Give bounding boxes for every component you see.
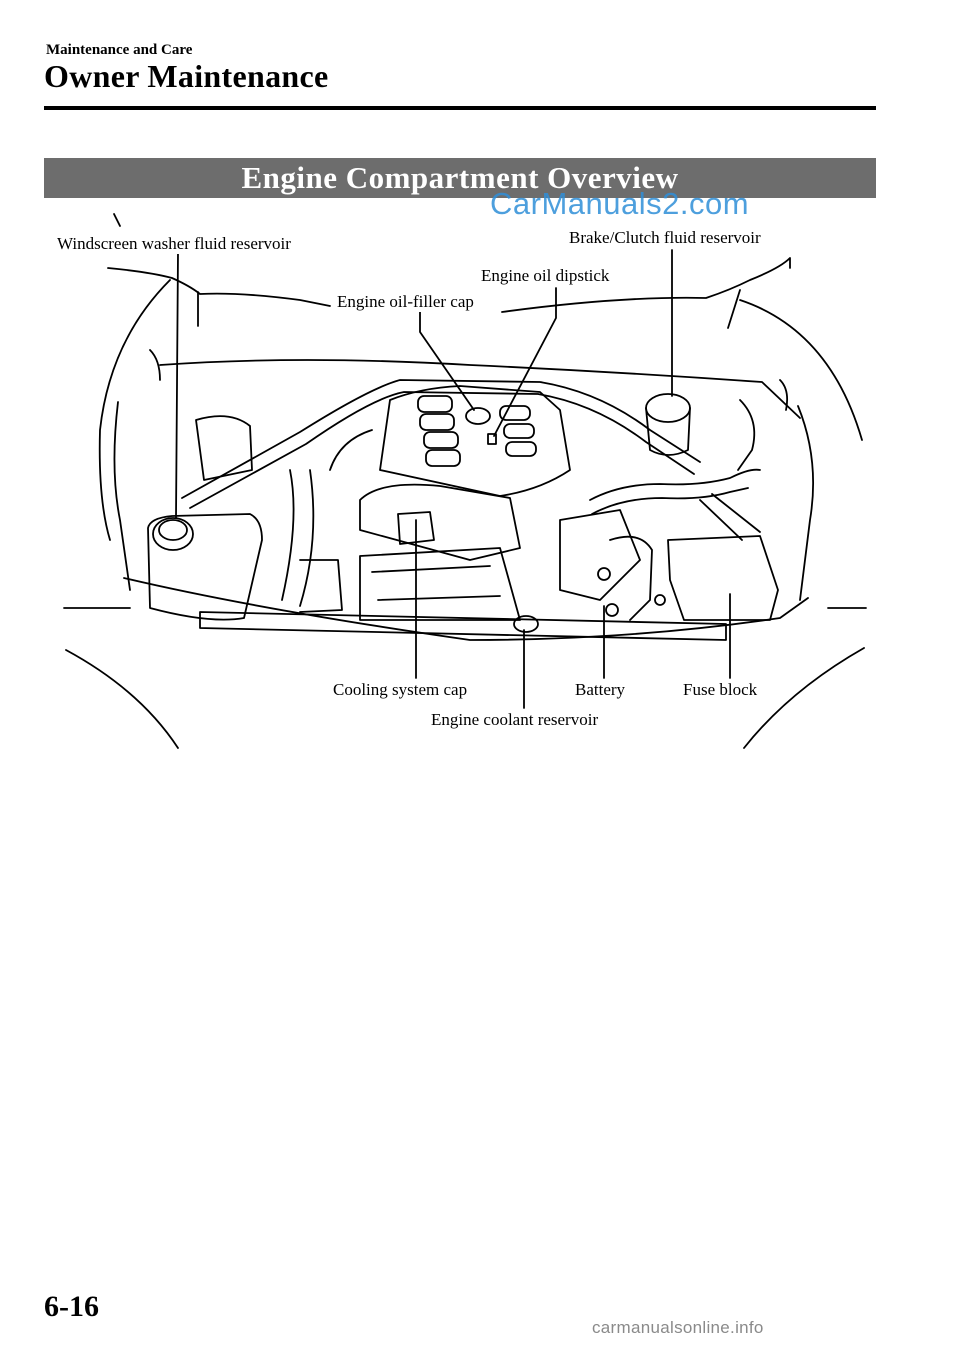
callout-windscreen-washer: Windscreen washer fluid reservoir: [56, 234, 292, 254]
callout-fuse-block: Fuse block: [682, 680, 759, 700]
callout-battery: Battery: [574, 680, 627, 700]
strut-bar: [181, 379, 701, 499]
fuse-block: [667, 535, 779, 621]
engine-compartment-diagram: [63, 213, 867, 749]
washer-reservoir: [147, 513, 263, 621]
air-hose: [591, 487, 749, 515]
hood-outline: [739, 299, 863, 441]
leader-oil-dipstick: [493, 287, 557, 437]
oil-filler-cap: [465, 407, 491, 425]
brake-reservoir: [645, 393, 691, 423]
page-number: 6-16: [44, 1290, 99, 1323]
strut-bar: [189, 391, 695, 509]
callout-engine-coolant-reservoir: Engine coolant reservoir: [430, 710, 600, 730]
page-title: Owner Maintenance: [44, 58, 329, 94]
hood-outline: [107, 267, 331, 307]
bay-frame: [199, 611, 727, 641]
section-label: Maintenance and Care: [46, 42, 193, 58]
leader-oil-filler-cap: [419, 309, 475, 411]
bay-frame: [797, 405, 814, 601]
valve-cover: [379, 385, 571, 497]
coolant-reservoir-cap: [513, 615, 539, 633]
hood-outline: [98, 279, 171, 541]
title-rule: [44, 106, 876, 110]
bay-frame: [159, 359, 801, 419]
callout-brake-clutch: Brake/Clutch fluid reservoir: [568, 228, 762, 248]
cooling-cap: [397, 511, 435, 545]
fender-left: [65, 649, 179, 749]
leader-windscreen-washer: [175, 251, 179, 519]
hood-outline: [113, 213, 121, 227]
bay-frame: [123, 577, 809, 641]
washer-reservoir-cap: [152, 517, 194, 551]
watermark: CarManuals2.com: [490, 186, 750, 221]
hood-outline: [501, 257, 791, 313]
bay-frame: [113, 401, 131, 591]
section-banner: Engine Compartment Overview: [44, 158, 876, 198]
oil-dipstick-handle: [487, 433, 497, 445]
callout-oil-dipstick: Engine oil dipstick: [480, 266, 611, 286]
air-hose: [589, 468, 761, 501]
fender-right: [743, 647, 865, 749]
hood-outline: [727, 289, 741, 329]
intake-manifold: [359, 483, 521, 561]
callout-oil-filler-cap: Engine oil-filler cap: [336, 292, 475, 312]
footer-watermark: carmanualsonline.info: [592, 1318, 764, 1337]
battery: [359, 547, 521, 621]
callout-cooling-system-cap: Cooling system cap: [332, 680, 469, 700]
